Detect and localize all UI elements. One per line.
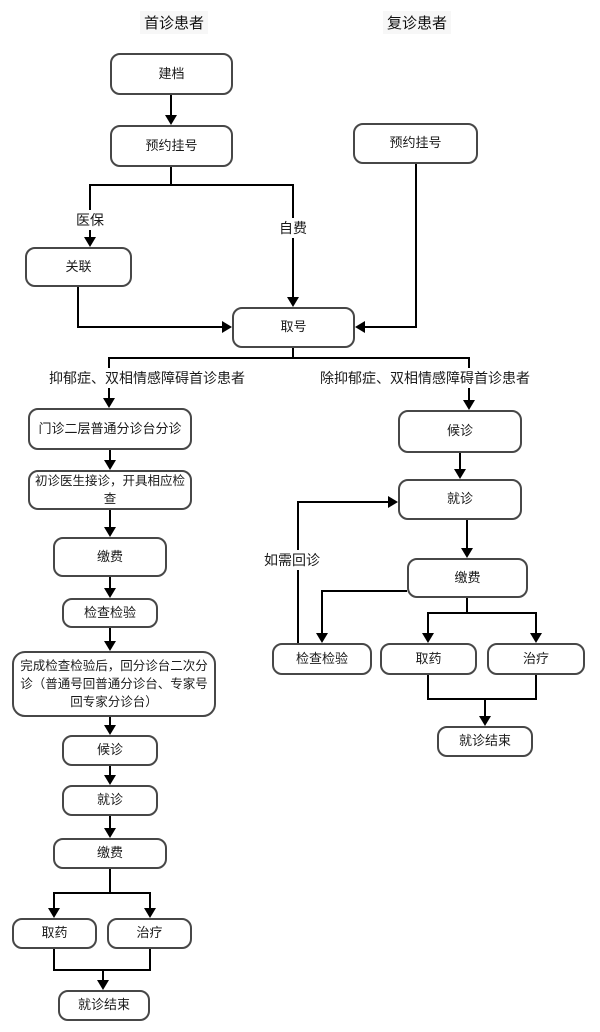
connector-line	[297, 501, 299, 643]
arrowhead-icon	[287, 297, 299, 307]
connector-line	[109, 766, 111, 775]
connector-line	[535, 612, 537, 633]
connector-line	[89, 184, 294, 186]
column-title-first-visit: 首诊患者	[140, 11, 209, 34]
arrowhead-icon	[104, 641, 116, 651]
node-get-number: 取号	[232, 307, 355, 348]
node-book-appointment-return: 预约挂号	[353, 123, 478, 164]
connector-line	[108, 357, 470, 359]
connector-line	[321, 590, 407, 592]
arrowhead-icon	[104, 828, 116, 838]
node-consult-right: 就诊	[398, 479, 522, 520]
arrowhead-icon	[530, 633, 542, 643]
node-second-triage: 完成检查检验后，回分诊台二次分诊（普通号回普通分诊台、专家号回专家分诊台）	[12, 651, 216, 717]
connector-line	[427, 612, 537, 614]
arrowhead-icon	[355, 321, 365, 333]
arrowhead-icon	[104, 775, 116, 785]
arrowhead-icon	[97, 980, 109, 990]
connector-line	[415, 164, 417, 328]
connector-line	[109, 869, 111, 894]
connector-line	[170, 167, 172, 185]
connector-line	[77, 287, 79, 328]
connector-line	[109, 577, 111, 588]
arrowhead-icon	[461, 548, 473, 558]
node-book-appointment-first: 预约挂号	[110, 125, 233, 167]
node-wait-left: 候诊	[62, 735, 158, 766]
arrowhead-icon	[104, 588, 116, 598]
node-link-insurance: 关联	[25, 247, 132, 287]
connector-line	[292, 184, 294, 297]
arrowhead-icon	[165, 115, 177, 125]
connector-line	[53, 949, 55, 971]
node-pay-fee-2: 缴费	[53, 838, 167, 869]
connector-line	[321, 590, 323, 633]
node-treatment-left: 治疗	[107, 918, 192, 949]
arrowhead-icon	[104, 725, 116, 735]
edge-label-branch-left: 抑郁症、双相情感障碍首诊患者	[47, 368, 247, 388]
arrowhead-icon	[104, 460, 116, 470]
node-create-record: 建档	[110, 53, 233, 95]
arrowhead-icon	[104, 527, 116, 537]
connector-line	[365, 326, 416, 328]
connector-line	[535, 675, 537, 700]
edge-label-self-pay: 自费	[277, 218, 309, 238]
node-wait-right: 候诊	[398, 410, 522, 453]
edge-label-need-return: 如需回诊	[262, 550, 322, 570]
connector-line	[292, 348, 294, 359]
connector-line	[297, 501, 388, 503]
connector-line	[427, 675, 429, 700]
connector-line	[459, 453, 461, 469]
connector-line	[77, 326, 222, 328]
arrowhead-icon	[422, 633, 434, 643]
arrowhead-icon	[463, 400, 475, 410]
arrowhead-icon	[454, 469, 466, 479]
node-treatment-right: 治疗	[487, 643, 585, 675]
connector-line	[427, 698, 537, 700]
connector-line	[53, 892, 151, 894]
connector-line	[109, 628, 111, 641]
connector-line	[109, 450, 111, 460]
node-visit-end-left: 就诊结束	[58, 990, 150, 1021]
node-pay-fee-1: 缴费	[53, 537, 167, 577]
connector-line	[484, 698, 486, 716]
column-title-return-visit: 复诊患者	[383, 11, 452, 34]
node-pay-fee-right: 缴费	[407, 558, 528, 598]
connector-line	[53, 892, 55, 908]
connector-line	[466, 520, 468, 548]
arrowhead-icon	[144, 908, 156, 918]
connector-line	[109, 510, 111, 527]
arrowhead-icon	[222, 321, 232, 333]
node-pharmacy-left: 取药	[12, 918, 97, 949]
connector-line	[149, 949, 151, 971]
connector-line	[466, 598, 468, 614]
node-tests-right: 检查检验	[272, 643, 372, 675]
node-pharmacy-right: 取药	[380, 643, 477, 675]
arrowhead-icon	[103, 398, 115, 408]
arrowhead-icon	[479, 716, 491, 726]
arrowhead-icon	[388, 496, 398, 508]
node-triage-desk: 门诊二层普通分诊台分诊	[28, 408, 192, 450]
arrowhead-icon	[316, 633, 328, 643]
node-visit-end-right: 就诊结束	[437, 726, 533, 757]
node-initial-doctor: 初诊医生接诊，开具相应检查	[28, 470, 192, 510]
edge-label-branch-right: 除抑郁症、双相情感障碍首诊患者	[318, 368, 532, 388]
connector-line	[170, 95, 172, 116]
edge-label-insurance: 医保	[74, 210, 106, 230]
node-tests-1: 检查检验	[62, 598, 158, 628]
arrowhead-icon	[48, 908, 60, 918]
connector-line	[149, 892, 151, 908]
node-consult-left: 就诊	[62, 785, 158, 816]
connector-line	[427, 612, 429, 633]
connector-line	[109, 717, 111, 725]
connector-line	[102, 969, 104, 980]
connector-line	[109, 816, 111, 828]
arrowhead-icon	[84, 237, 96, 247]
